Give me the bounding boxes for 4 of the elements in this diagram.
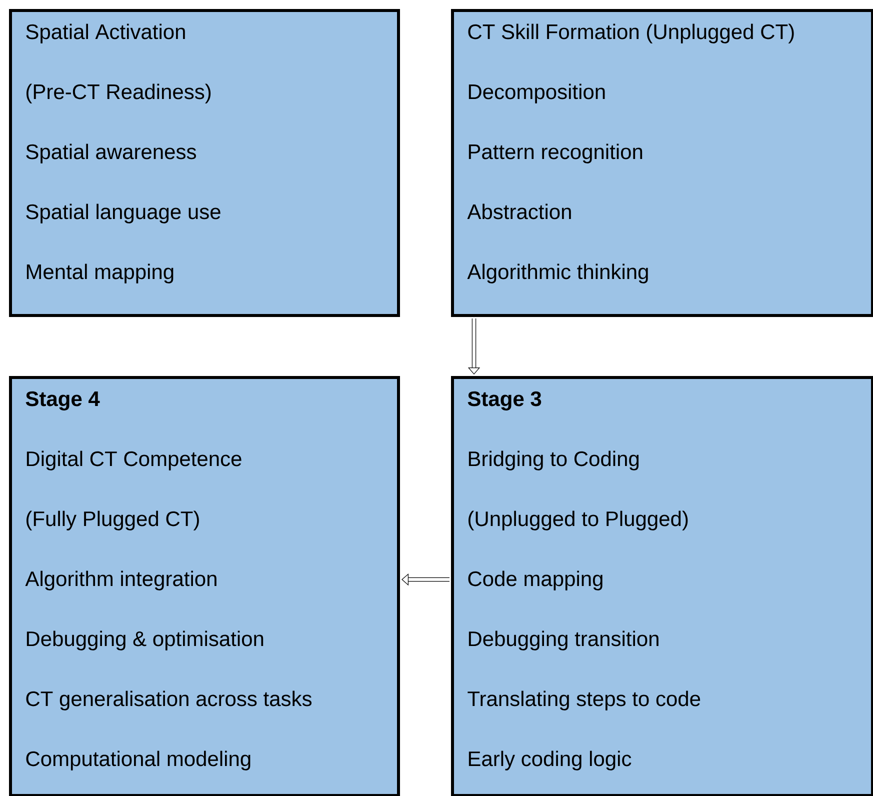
stage-box: Stage 3 Bridging to Coding (Unplugged to Plugged) Code mapping Debugging transition Translating steps to code Early coding logic (451, 376, 873, 796)
stage-box: CT Skill Formation (Unplugged CT) Decomposition Pattern recognition Abstraction Algorithmic thinking (451, 9, 873, 317)
stage-box: Spatial Activation (Pre-CT Readiness) Spatial awareness Spatial language use Mental mapping (9, 9, 400, 317)
stage-box: Stage 4 Digital CT Competence (Fully Plugged CT) Algorithm integration Debugging & optimisation CT generalisation across tasks Computational modeling (9, 376, 400, 796)
